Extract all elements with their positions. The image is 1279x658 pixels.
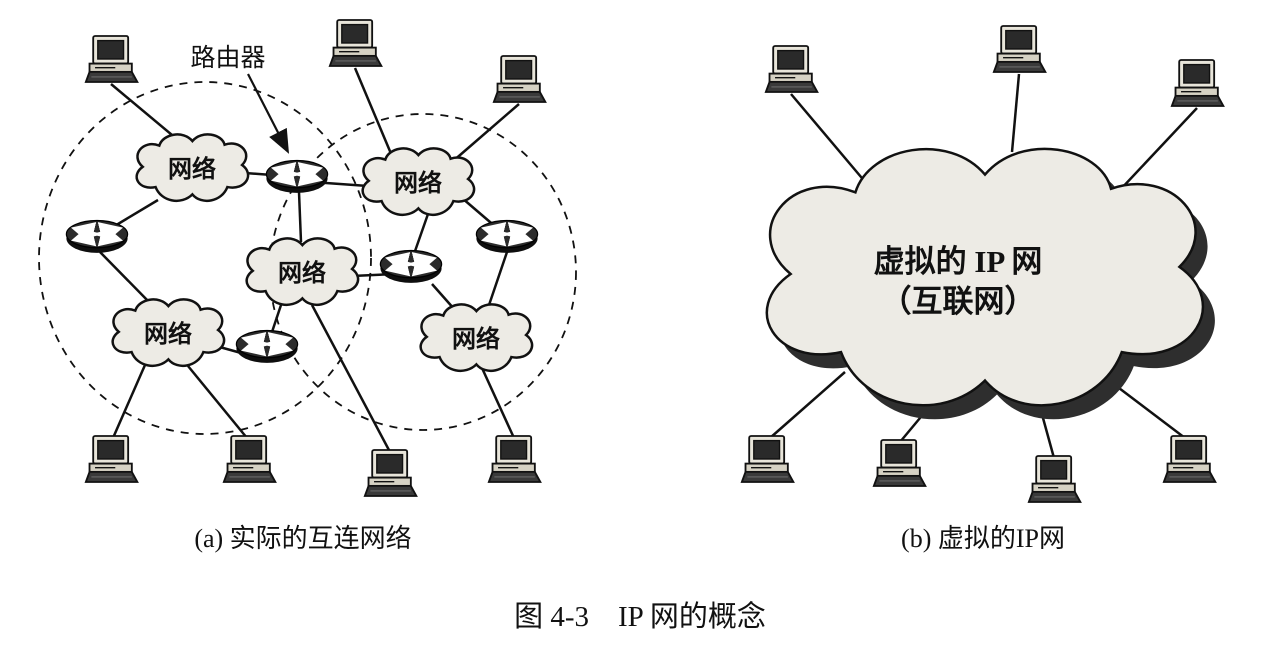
panel-a-caption: (a) 实际的互连网络: [194, 524, 411, 553]
internet-boundary-dashed-left: [38, 81, 372, 435]
virtual-ip-cloud-title: 虚拟的 IP 网: [874, 244, 1043, 279]
router-icon: [380, 251, 441, 283]
computer-icon: [1162, 435, 1217, 483]
connection-line: [1010, 73, 1021, 153]
panel-a: 网络 网络 网络 网络 网络 路由器 (a) 实际的互连网络: [38, 19, 577, 553]
computer-icon: [492, 55, 547, 103]
cloud-label: 网络: [278, 259, 326, 287]
computer-icon: [872, 439, 927, 487]
connection-line: [297, 191, 303, 243]
router-icon: [266, 161, 327, 193]
connection-line: [99, 251, 153, 306]
internet-boundary-dashed-right: [269, 113, 577, 431]
router-pointer-arrow: [247, 73, 290, 154]
computer-icon: [328, 19, 383, 67]
connection-line: [412, 213, 430, 255]
connection-line: [111, 364, 147, 439]
router-icon: [476, 221, 537, 253]
connection-line: [353, 67, 394, 157]
connection-line: [1119, 107, 1198, 191]
router-icon: [236, 331, 297, 363]
router-label: 路由器: [190, 44, 265, 72]
computer-icon: [84, 35, 139, 83]
connection-line: [110, 83, 179, 141]
panel-b: 虚拟的 IP 网 （互联网） (b) 虚拟的IP网: [740, 25, 1225, 553]
virtual-ip-cloud-subtitle: （互联网）: [881, 284, 1036, 319]
cloud-label: 网络: [394, 169, 442, 197]
connection-line: [1041, 417, 1056, 459]
computer-icon: [992, 25, 1047, 73]
connection-line: [790, 93, 873, 191]
cloud-label: 网络: [452, 325, 500, 353]
connection-line: [451, 103, 520, 163]
computer-icon: [1027, 455, 1082, 503]
computer-icon: [363, 449, 418, 497]
computer-icon: [740, 435, 795, 483]
computer-icon: [222, 435, 277, 483]
figure-caption: 图 4-3 IP 网的概念: [514, 600, 766, 633]
connection-line: [1114, 384, 1186, 439]
panel-b-caption: (b) 虚拟的IP网: [901, 524, 1065, 553]
connection-line: [310, 304, 392, 453]
cloud-label: 网络: [168, 155, 216, 183]
connection-line: [769, 371, 846, 439]
connection-line: [187, 365, 248, 439]
cloud-label: 网络: [144, 320, 192, 348]
router-icon: [66, 221, 127, 253]
computer-icon: [764, 45, 819, 93]
computer-icon: [487, 435, 542, 483]
computer-icon: [84, 435, 139, 483]
computer-icon: [1170, 59, 1225, 107]
connection-line: [480, 367, 516, 439]
connection-line: [486, 251, 509, 309]
